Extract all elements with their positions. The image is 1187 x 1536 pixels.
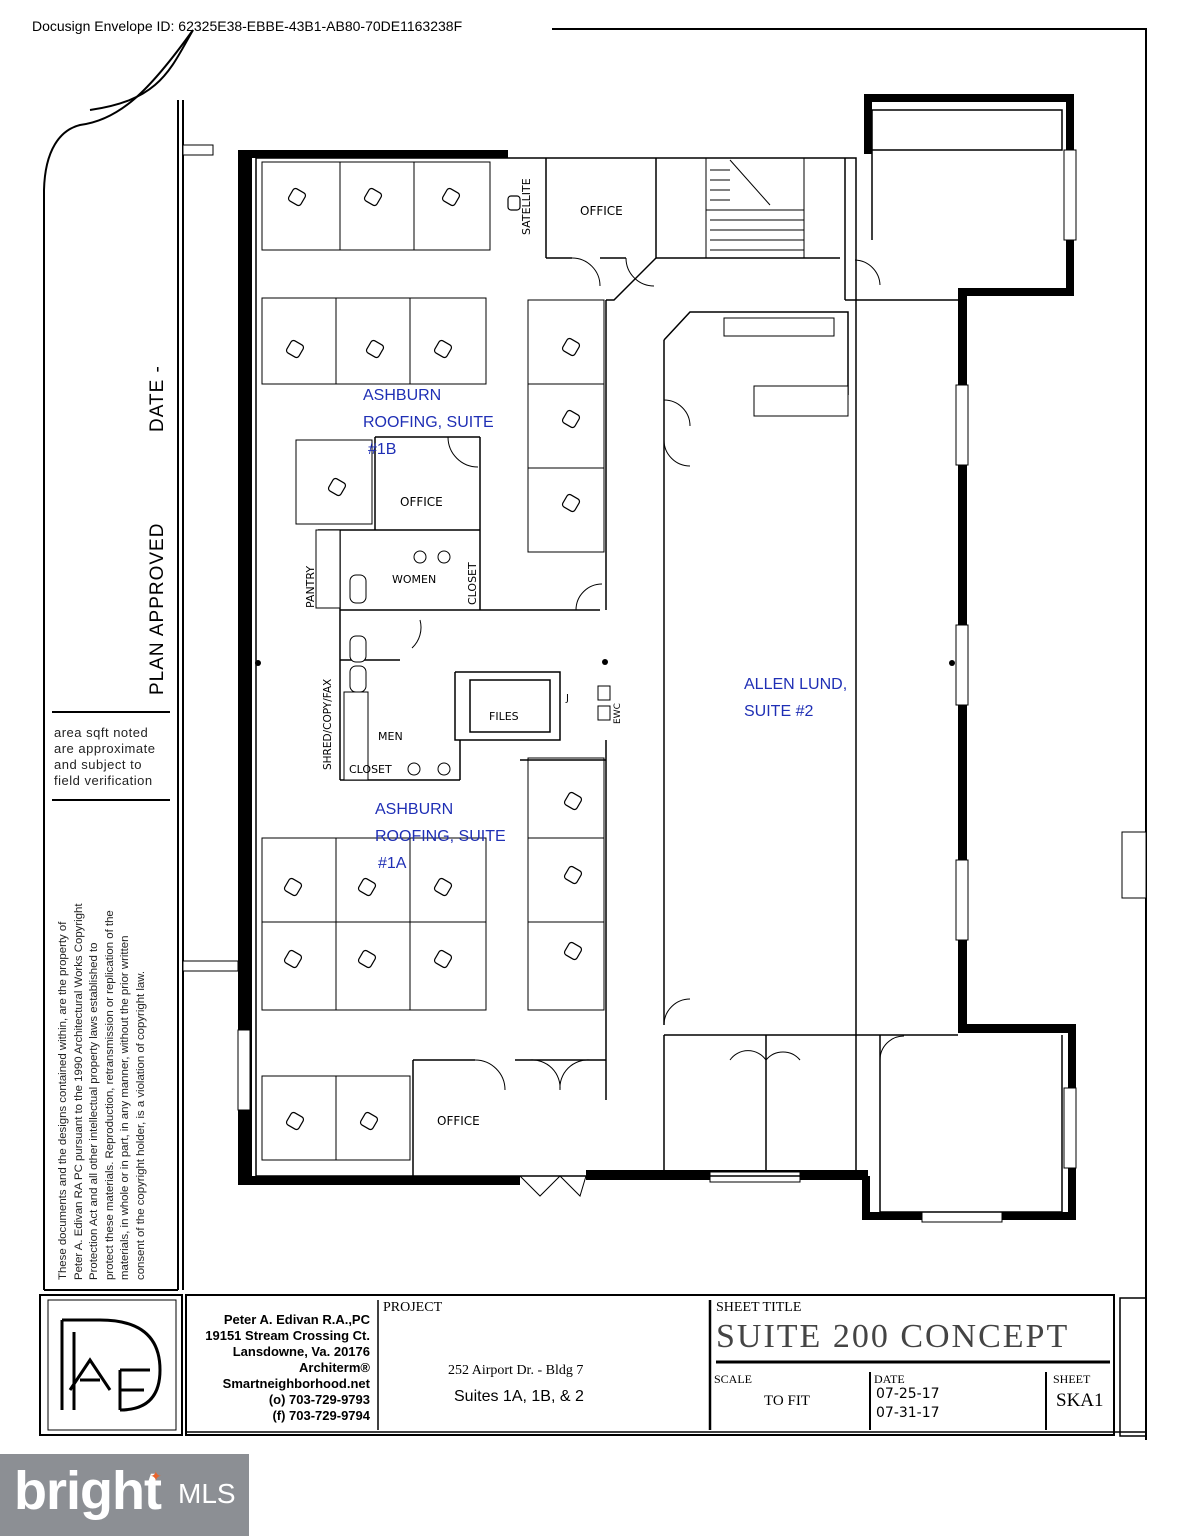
mls-text: MLS [178, 1478, 236, 1509]
room-label-satellite: SATELLITE [520, 178, 533, 235]
scale-value: TO FIT [764, 1393, 810, 1409]
interior-walls [255, 109, 1063, 1213]
envelope-id: Docusign Envelope ID: 62325E38-EBBE-43B1… [32, 18, 463, 34]
room-label-files: FILES [489, 710, 519, 723]
bright-star-icon: ✦ [150, 1468, 162, 1484]
date-label: DATE [874, 1372, 905, 1386]
area-notes: area sqft noted are approximate and subj… [54, 725, 156, 788]
project-suites: Suites 1A, 1B, & 2 [454, 1388, 584, 1405]
tenant-label-suite-1a: ASHBURN ROOFING, SUITE #1A [375, 801, 506, 872]
room-label-ewc: EWC [613, 703, 623, 724]
sheet-label: SHEET [1053, 1372, 1091, 1386]
sheet-title-label: SHEET TITLE [716, 1300, 802, 1315]
sheet-title: SUITE 200 CONCEPT [716, 1318, 1070, 1355]
scale-label: SCALE [714, 1372, 753, 1386]
room-label-office-bottom: OFFICE [437, 1114, 480, 1128]
firm-info: Peter A. Edivan R.A.,PC 19151 Stream Cro… [205, 1312, 370, 1423]
tenant-label-suite-1b: ASHBURN ROOFING, SUITE #1B [363, 387, 494, 458]
room-label-shred-copy-fax: SHRED/COPY/FAX [322, 678, 334, 770]
plan-approved-stamp: PLAN APPROVED [147, 522, 168, 695]
room-label-pantry: PANTRY [304, 565, 317, 608]
project-address: 252 Airport Dr. - Bldg 7 [448, 1363, 584, 1378]
bright-logo-text: bright [14, 1461, 162, 1521]
room-label-men: MEN [378, 730, 403, 743]
room-label-women: WOMEN [392, 573, 437, 586]
project-label: PROJECT [383, 1300, 443, 1315]
room-label-closet-upper: CLOSET [466, 562, 479, 605]
date-stamp: DATE - [147, 365, 168, 432]
room-label-closet-lower: CLOSET [349, 763, 392, 776]
room-label-office-top: OFFICE [580, 204, 623, 218]
dates: 07-25-17 07-31-17 [876, 1386, 940, 1421]
pae-logo [47, 1299, 177, 1431]
room-label-office-mid: OFFICE [400, 495, 443, 509]
stair [705, 157, 805, 259]
room-label-j: J [566, 693, 569, 704]
workstations [261, 161, 605, 1161]
sheet-number: SKA1 [1056, 1390, 1104, 1411]
copyright-notice: These documents and the designs containe… [57, 903, 147, 1280]
tenant-label-suite-2: ALLEN LUND, SUITE #2 [744, 676, 848, 720]
bright-mls-watermark: bright ✦ MLS [0, 1454, 249, 1536]
title-block-frame [39, 1294, 1147, 1437]
doors [411, 257, 905, 1197]
chairs [283, 187, 583, 1131]
sheet-border [43, 28, 1147, 1440]
fixtures [315, 317, 849, 781]
